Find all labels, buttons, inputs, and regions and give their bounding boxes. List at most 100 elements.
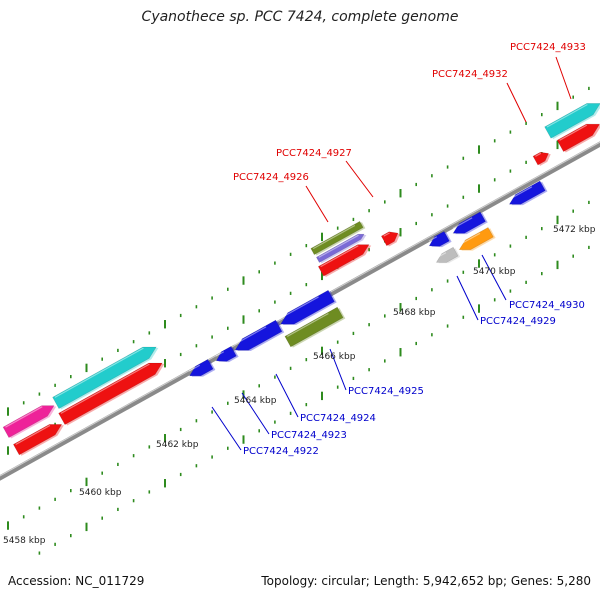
blue-feature-4924-highlight [234, 326, 267, 346]
blue-feature-4924 [234, 319, 285, 351]
red-feature-left-highlight [60, 363, 150, 414]
scale-label-5464: 5464 kbp [234, 396, 277, 406]
cyan-feature-right [544, 103, 600, 140]
scale-labels: 5458 kbp 5460 kbp 5462 kbp 5464 kbp 5466… [3, 225, 596, 546]
scale-label-5470: 5470 kbp [473, 267, 516, 277]
leader-4932 [506, 82, 527, 123]
olive-feature-top-highlight [312, 224, 356, 250]
red-feature-4932-highlight [535, 152, 542, 157]
leader-4925 [329, 348, 347, 391]
label-leader-lines [211, 56, 572, 451]
cyan-feature-left-body [52, 346, 157, 410]
gene-label-4932[interactable]: PCC7424_4932 [432, 69, 508, 80]
gene-label-4929[interactable]: PCC7424_4929 [480, 316, 556, 327]
red-feature-4926 [317, 244, 372, 278]
olive-feature-bottom [284, 306, 346, 348]
blue-feature-4925 [279, 289, 337, 325]
gene-label-4925[interactable]: PCC7424_4925 [348, 386, 424, 397]
blue-feature-small-body [428, 230, 450, 247]
gray-feature-body [435, 246, 459, 263]
olive-feature-bottom-highlight [286, 312, 329, 337]
purple-feature-body [315, 233, 365, 263]
blue-feature-top-body [508, 180, 546, 205]
orange-feature-highlight [458, 232, 481, 246]
leader-4922 [211, 406, 242, 451]
blue-feature-top [508, 180, 548, 206]
gene-label-4926[interactable]: PCC7424_4926 [233, 172, 309, 183]
cyan-feature-left [52, 346, 159, 410]
leader-4933 [555, 56, 572, 100]
blue-feature-4925-body [280, 289, 335, 325]
scale-label-5466: 5466 kbp [313, 352, 356, 362]
red-feature-right-highlight [559, 124, 588, 141]
blue-feature-4930 [452, 211, 488, 235]
red-feature-left [58, 362, 165, 426]
scale-label-5460: 5460 kbp [79, 488, 122, 498]
blue-feature-4923-highlight [215, 351, 225, 357]
scale-label-5472: 5472 kbp [553, 225, 596, 235]
cyan-feature-right-body [544, 103, 600, 139]
blue-feature-4923-body [215, 345, 237, 362]
red-feature-4927-body [380, 231, 399, 247]
blue-feature-4922-body [188, 358, 214, 377]
blue-feature-4923 [215, 345, 239, 363]
blue-feature-small-highlight [428, 236, 438, 242]
red-feature-4926-highlight [320, 245, 359, 268]
orange-feature-body [458, 227, 494, 251]
red-feature-4927-highlight [383, 232, 390, 237]
blue-feature-4922 [188, 358, 216, 377]
gene-label-4930[interactable]: PCC7424_4930 [509, 300, 585, 311]
magenta-feature [2, 405, 57, 439]
gene-label-4927[interactable]: PCC7424_4927 [276, 148, 352, 159]
olive-feature-top-body [310, 220, 364, 256]
leader-4930 [481, 254, 507, 301]
blue-feature-4930-body [452, 211, 486, 234]
red-feature-4932 [532, 151, 551, 166]
blue-feature-small [428, 230, 452, 248]
purple-feature [315, 233, 367, 264]
gene-label-4922[interactable]: PCC7424_4922 [243, 446, 319, 457]
red-feature-4932-body [532, 151, 549, 166]
map-title: Cyanothece sp. PCC 7424, complete genome [141, 9, 459, 25]
leader-4926 [305, 185, 329, 223]
gray-feature [435, 246, 461, 264]
gene-label-4924[interactable]: PCC7424_4924 [300, 413, 376, 424]
red-feature-small [12, 424, 64, 456]
leader-4927 [345, 160, 374, 198]
red-feature-right [556, 123, 600, 153]
tick-rows [7, 86, 590, 555]
orange-feature [458, 227, 496, 251]
olive-feature-top [310, 220, 366, 256]
blue-feature-4922-highlight [188, 364, 201, 372]
gene-labels[interactable]: PCC7424_4933 PCC7424_4932 PCC7424_4927 P… [233, 42, 586, 457]
cyan-feature-right-highlight [546, 103, 588, 128]
genome-summary-text: Topology: circular; Length: 5,942,652 bp… [261, 574, 591, 588]
scale-label-5458: 5458 kbp [3, 536, 46, 546]
red-feature-4926-body [317, 244, 370, 277]
red-feature-4927 [380, 231, 401, 247]
purple-feature-highlight [318, 234, 359, 258]
gene-features [2, 103, 600, 456]
scale-label-5462: 5462 kbp [156, 440, 199, 450]
olive-feature-bottom-body [284, 306, 344, 348]
red-feature-left-body [58, 362, 163, 426]
red-feature-small-body [12, 424, 63, 456]
gray-feature-highlight [435, 252, 447, 259]
scale-label-5468: 5468 kbp [393, 308, 436, 318]
gene-label-4933[interactable]: PCC7424_4933 [510, 42, 586, 53]
leader-4923 [241, 392, 270, 435]
leader-4924 [275, 373, 299, 418]
blue-feature-4925-highlight [279, 296, 319, 320]
red-feature-small-highlight [15, 424, 51, 445]
gene-label-4923[interactable]: PCC7424_4923 [271, 430, 347, 441]
magenta-feature-body [2, 405, 55, 439]
cyan-feature-left-highlight [54, 347, 144, 398]
blue-feature-4924-body [234, 319, 283, 351]
accession-text: Accession: NC_011729 [8, 574, 145, 588]
blue-feature-4930-highlight [452, 217, 473, 230]
blue-feature-top-highlight [508, 186, 533, 201]
red-feature-right-body [556, 123, 600, 153]
leader-4929 [456, 275, 479, 321]
magenta-feature-highlight [5, 406, 43, 428]
